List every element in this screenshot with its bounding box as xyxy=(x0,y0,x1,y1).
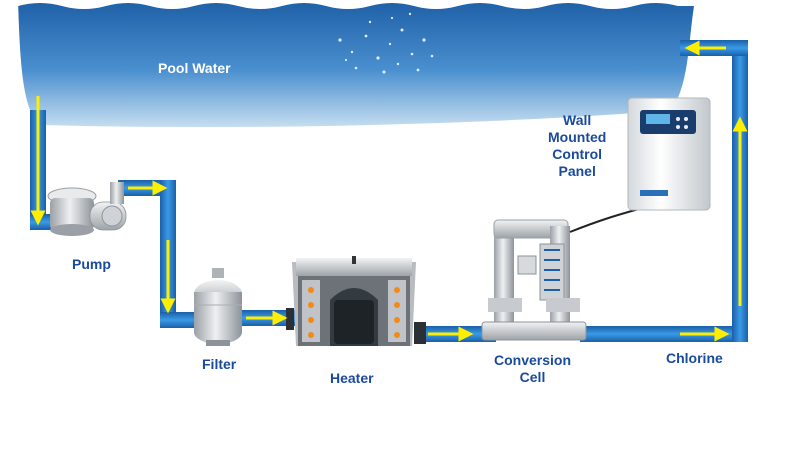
filter-label: Filter xyxy=(202,356,237,372)
chlorine-label: Chlorine xyxy=(666,350,723,366)
conversion-cell-label-line: Cell xyxy=(519,369,546,385)
heater-icon xyxy=(286,256,426,346)
control-panel-icon xyxy=(627,97,711,211)
control-panel-label-line: Wall xyxy=(563,112,592,128)
control-panel-label-line: Panel xyxy=(558,163,596,179)
heater-label: Heater xyxy=(330,370,374,386)
pump-icon xyxy=(47,182,127,236)
control-panel-label-line: Mounted xyxy=(548,129,607,145)
pool-water xyxy=(18,0,695,128)
control-panel-label: Wall Mounted Control Panel xyxy=(548,112,606,180)
filter-icon xyxy=(194,268,242,346)
pump-label: Pump xyxy=(72,256,111,272)
conversion-cell-label: Conversion Cell xyxy=(494,352,571,386)
pool-water-label: Pool Water xyxy=(158,60,231,76)
water-sparkles xyxy=(338,12,434,74)
control-panel-label-line: Control xyxy=(552,146,603,162)
conversion-cell-label-line: Conversion xyxy=(494,352,572,368)
conversion-cell-icon xyxy=(481,205,651,341)
flow-arrows xyxy=(30,40,748,342)
